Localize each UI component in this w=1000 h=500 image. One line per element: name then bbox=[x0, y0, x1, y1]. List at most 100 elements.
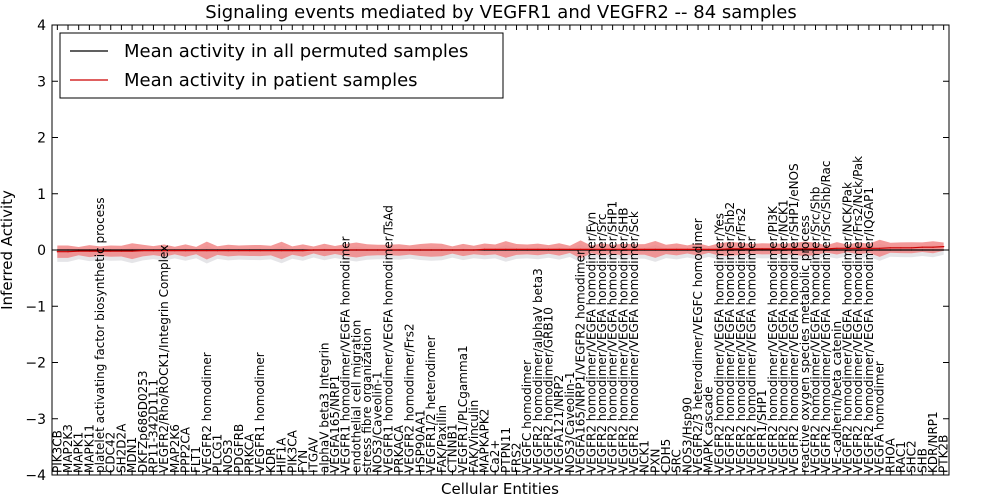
category-label: PRKACA bbox=[392, 424, 406, 473]
category-label: VEGFA165/NRP1/VEGFR2 homodimer bbox=[574, 250, 588, 473]
category-label: CTNNB1 bbox=[445, 423, 459, 473]
series-1-point bbox=[206, 250, 208, 252]
series-1-point bbox=[110, 250, 112, 252]
series-1-point bbox=[590, 248, 592, 250]
x-axis-ticks bbox=[56, 25, 945, 475]
category-label: RHOA bbox=[883, 437, 897, 473]
category-label: PIK3CB bbox=[50, 430, 64, 473]
category-label: VEGFR1 homodimer/VEGFA homodimer bbox=[339, 236, 353, 473]
category-label: alphaV beta3 Integrin bbox=[317, 342, 331, 473]
series-1-point bbox=[558, 248, 560, 250]
category-label: PPP2CA bbox=[179, 426, 193, 473]
series-1-point bbox=[644, 248, 646, 250]
category-label: ITGAV bbox=[307, 436, 321, 473]
series-1-point bbox=[430, 249, 432, 251]
series-1-point bbox=[216, 250, 219, 252]
category-label: FAK/Paxillin bbox=[435, 405, 449, 473]
series-1-point bbox=[419, 249, 421, 251]
series-1-point bbox=[88, 250, 90, 252]
y-tick-label: −3 bbox=[25, 412, 46, 428]
series-0-point bbox=[110, 249, 112, 251]
category-label: VEGFA homodimer bbox=[873, 361, 887, 473]
category-label: MAPKAPK2 bbox=[478, 409, 492, 473]
series-1-point bbox=[483, 248, 486, 250]
category-label: VEGFR1/2 heterodimer bbox=[424, 335, 438, 473]
plot-frame bbox=[51, 24, 950, 476]
series-1-point bbox=[505, 248, 507, 250]
series-1-point bbox=[943, 246, 945, 248]
series-1-point bbox=[761, 248, 763, 250]
category-label: VEGFR2 homodimer/VEGFA homodimer/NCK1 bbox=[777, 199, 791, 473]
category-label: PIK3CA bbox=[285, 429, 299, 473]
y-tick-label: 2 bbox=[37, 131, 46, 147]
category-label: PXN bbox=[648, 449, 662, 473]
series-0-point bbox=[868, 249, 870, 251]
series-1-point bbox=[184, 250, 187, 252]
series-1-point bbox=[729, 248, 731, 250]
series-1-point bbox=[633, 248, 635, 250]
y-tick-label: 4 bbox=[37, 18, 46, 34]
series-1-point bbox=[56, 251, 58, 253]
category-label: VEGFR2 homodimer/VEGFA homodimer/NCK/Pak bbox=[841, 182, 855, 473]
series-1-point bbox=[398, 249, 400, 251]
category-label: VEGFR2 homodimer/VEGFA homodimer/Frs2/Nc… bbox=[851, 156, 865, 473]
series-1-point bbox=[686, 248, 689, 250]
category-label: stress fibre organization bbox=[360, 328, 374, 473]
series-1-point bbox=[868, 247, 870, 249]
line-layer bbox=[56, 246, 945, 253]
series-1-point bbox=[697, 248, 699, 250]
y-tick-label: 1 bbox=[37, 187, 46, 203]
series-1-point bbox=[879, 247, 881, 249]
category-label: VEGFR2 homodimer/GRB10 bbox=[542, 307, 556, 473]
category-label: VEGFR2 homodimer bbox=[200, 352, 214, 473]
category-label: VEGFR2 homodimer/VEGFA homodimer/SHP1 bbox=[606, 201, 620, 473]
series-1-point bbox=[601, 248, 603, 250]
series-0-point bbox=[911, 249, 913, 251]
category-label: VEGFR2 homodimer/VEGFA homodimer/Yes bbox=[712, 213, 726, 473]
category-label: MAPK1 bbox=[72, 432, 86, 473]
category-label: VEGFR2 homodimer/VEGFA homodimer/Shb2 bbox=[723, 202, 737, 473]
series-line-1 bbox=[57, 246, 944, 253]
series-1-point bbox=[782, 248, 785, 250]
category-label: DKFZp686D0253 bbox=[136, 370, 150, 473]
category-label: RAC1 bbox=[894, 441, 908, 473]
category-label: VEGFA165/NRP1 bbox=[328, 375, 342, 473]
category-label: NOS3/Caveolin-1 bbox=[371, 371, 385, 473]
series-1-point bbox=[409, 249, 411, 251]
series-1-point bbox=[921, 246, 923, 248]
series-0-point bbox=[900, 249, 902, 251]
legend-label-permuted: Mean activity in all permuted samples bbox=[124, 41, 468, 62]
series-1-point bbox=[334, 249, 336, 251]
series-1-point bbox=[612, 248, 614, 250]
category-label: PLCG1 bbox=[211, 434, 225, 473]
category-label: CDC42 bbox=[104, 432, 118, 473]
chart-title: Signaling events mediated by VEGFR1 and … bbox=[205, 2, 796, 23]
series-0-point bbox=[120, 249, 122, 251]
category-label: endothelial cell migration bbox=[349, 320, 363, 473]
series-1-point bbox=[793, 248, 795, 250]
series-1-point bbox=[152, 250, 154, 252]
series-1-point bbox=[131, 250, 133, 252]
category-label: VEGFR2 homodimer/VEGFA homodimer/Frs2 bbox=[734, 208, 748, 474]
category-label: MAP2K6 bbox=[168, 424, 182, 473]
category-label: SRC bbox=[670, 449, 684, 473]
series-1-point bbox=[462, 249, 464, 251]
category-label: NCK1 bbox=[638, 440, 652, 473]
series-0-point bbox=[857, 249, 859, 251]
category-label: KDR/NRP1 bbox=[926, 411, 940, 473]
series-0-point bbox=[729, 249, 731, 251]
category-label: VEGFR2 homodimer/VEGFA homodimer/SHB bbox=[616, 207, 630, 473]
category-label: VEGFR2 homodimer/alphaV beta3 bbox=[531, 268, 545, 473]
category-label: HIF1A bbox=[275, 437, 289, 473]
series-1-point bbox=[441, 249, 443, 251]
series-0-point bbox=[67, 249, 69, 251]
series-1-point bbox=[249, 250, 251, 252]
series-1-point bbox=[313, 249, 315, 251]
category-label: FAK/Vinculin bbox=[467, 400, 481, 473]
series-1-point bbox=[67, 251, 69, 253]
series-1-point bbox=[580, 248, 582, 250]
series-1-point bbox=[622, 248, 624, 250]
y-tick-label: 0 bbox=[37, 243, 46, 259]
